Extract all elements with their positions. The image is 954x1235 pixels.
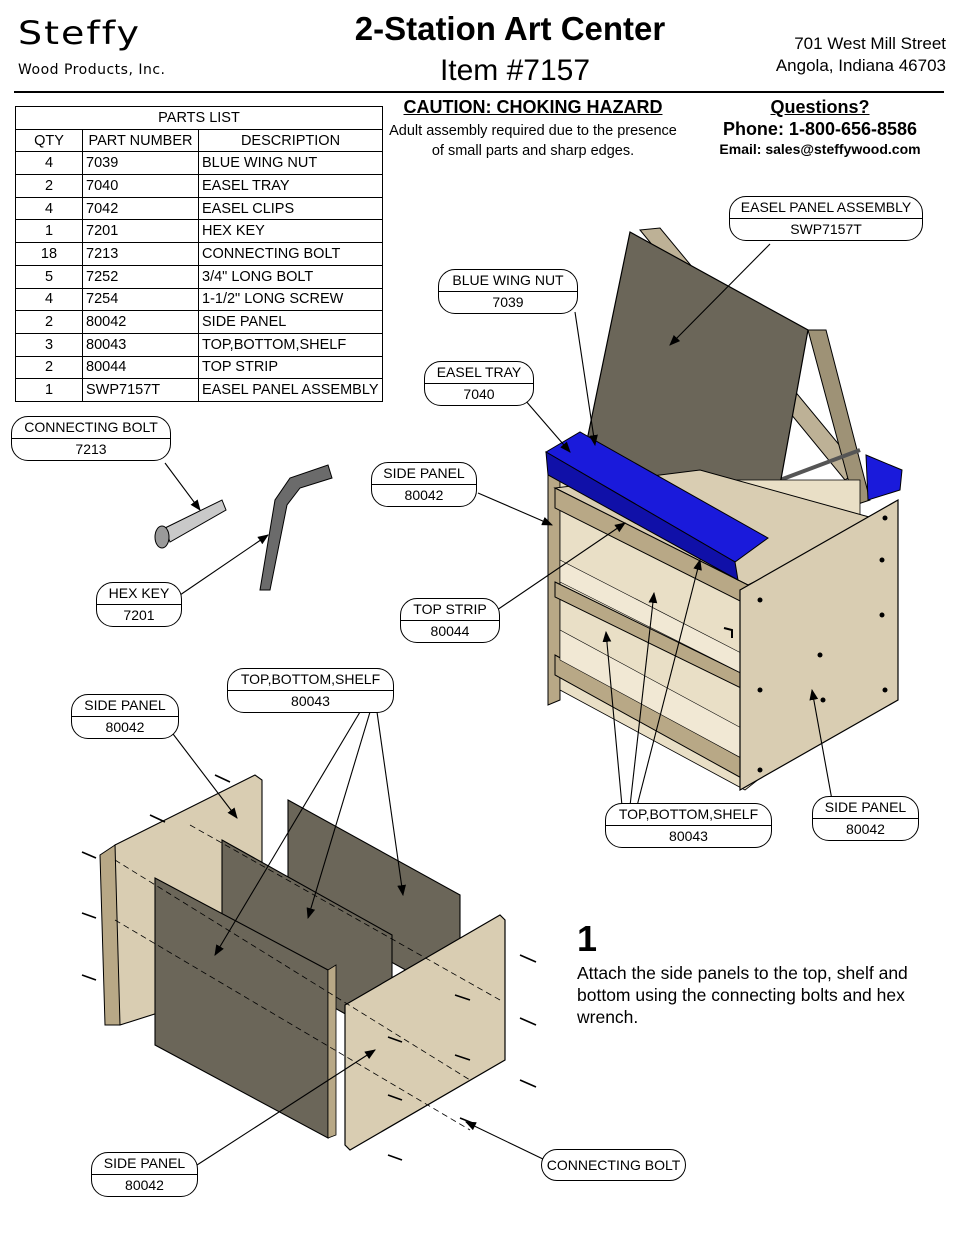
cell-description: CONNECTING BOLT [198, 242, 383, 266]
cell-description: TOP,BOTTOM,SHELF [198, 332, 383, 357]
address-line-2: Angola, Indiana 46703 [775, 56, 946, 75]
callout-blue-wing-nut: BLUE WING NUT 7039 [438, 269, 578, 314]
step-number: 1 [577, 918, 598, 959]
cell-description: HEX KEY [198, 219, 383, 244]
cell-part-number: 7201 [82, 219, 199, 244]
caution-title: CAUTION: CHOKING HAZARD [403, 97, 663, 117]
loose-hardware [154, 464, 333, 591]
step-instructions: Attach the side panels to the top, shelf… [577, 963, 908, 1027]
cell-description: TOP STRIP [198, 355, 383, 380]
callout-top-strip: TOP STRIP 80044 [400, 598, 500, 643]
column-header-description: DESCRIPTION [198, 128, 383, 153]
callout-side-panel-exploded-front: SIDE PANEL 80042 [91, 1152, 198, 1197]
exploded-view [81, 774, 537, 1161]
cabinet-side-right [739, 498, 899, 792]
callout-connecting-bolt-exploded: CONNECTING BOLT [541, 1149, 686, 1181]
callout-top-bottom-shelf-exploded: TOP,BOTTOM,SHELF 80043 [227, 668, 394, 713]
questions-phone: Phone: 1-800-656-8586 [722, 119, 918, 139]
questions-email: Email: sales@steffywood.com [719, 141, 921, 157]
callout-top-bottom-shelf-cabinet: TOP,BOTTOM,SHELF 80043 [605, 803, 772, 848]
callout-hex-key: HEX KEY 7201 [96, 582, 182, 627]
cell-part-number: 7252 [82, 264, 199, 289]
cell-description: EASEL TRAY [198, 174, 383, 198]
parts-list-table: PARTS LIST QTY PART NUMBER DESCRIPTION 4… [15, 106, 383, 402]
document-title: 2-Station Art Center [354, 10, 666, 47]
brand-subtitle: Wood Products, Inc. [18, 62, 166, 78]
callout-side-panel-cabinet: SIDE PANEL 80042 [371, 462, 477, 507]
item-number: Item #7157 [439, 54, 591, 87]
cell-part-number: SWP7157T [82, 378, 199, 402]
assembled-cabinet [545, 227, 903, 792]
callout-side-panel-exploded-left: SIDE PANEL 80042 [71, 694, 179, 739]
cell-part-number: 80042 [82, 310, 199, 334]
questions-title: Questions? [770, 97, 870, 117]
cell-part-number: 80043 [82, 332, 199, 357]
column-header-qty: QTY [15, 128, 83, 153]
cell-description: EASEL CLIPS [198, 196, 383, 221]
callout-side-panel-cabinet-right: SIDE PANEL 80042 [812, 796, 919, 841]
cell-description: BLUE WING NUT [198, 151, 383, 176]
callout-easel-panel-assembly: EASEL PANEL ASSEMBLY SWP7157T [729, 196, 923, 241]
parts-list-caption: PARTS LIST [15, 106, 383, 130]
cell-description: EASEL PANEL ASSEMBLY [198, 378, 383, 402]
callout-connecting-bolt: CONNECTING BOLT 7213 [11, 416, 171, 461]
address-line-1: 701 West Mill Street [794, 34, 946, 53]
caution-text: Adult assembly required due to the prese… [389, 123, 677, 159]
leader-lines [164, 243, 833, 1166]
cell-part-number: 7042 [82, 196, 199, 221]
brand-logo: Steffy [18, 14, 141, 52]
header-divider [14, 91, 944, 93]
callout-easel-tray: EASEL TRAY 7040 [424, 361, 534, 406]
